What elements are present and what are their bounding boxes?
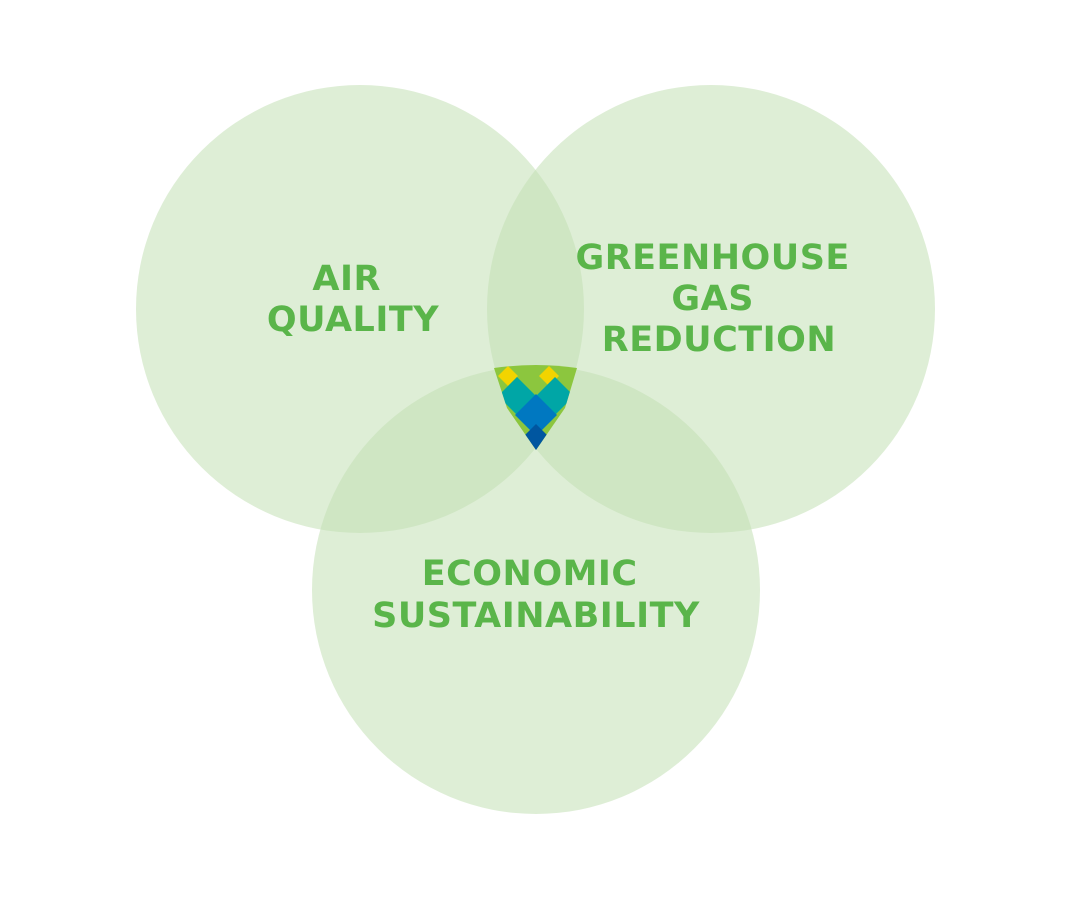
circle-economic-sustainability — [312, 366, 760, 814]
label-line: REDUCTION — [602, 320, 836, 360]
label-air-quality: AIR QUALITY — [267, 259, 439, 340]
mosaic-blue-center — [515, 394, 557, 436]
label-line: GAS — [671, 279, 754, 319]
label-line: GREENHOUSE — [575, 238, 849, 278]
label-line: AIR — [312, 259, 381, 299]
diamond-mosaic-icon — [494, 365, 577, 450]
label-economic-sustainability: ECONOMIC SUSTAINABILITY — [372, 554, 700, 636]
label-line: QUALITY — [267, 300, 439, 340]
label-greenhouse-gas-reduction: GREENHOUSE GAS REDUCTION — [575, 238, 862, 360]
label-line: ECONOMIC — [422, 554, 638, 594]
label-line: SUSTAINABILITY — [372, 596, 700, 636]
labels-layer: AIR QUALITY GREENHOUSE GAS REDUCTION ECO… — [267, 238, 862, 636]
circles-layer — [136, 85, 935, 814]
mosaic-dark-blue-tip — [523, 424, 549, 450]
